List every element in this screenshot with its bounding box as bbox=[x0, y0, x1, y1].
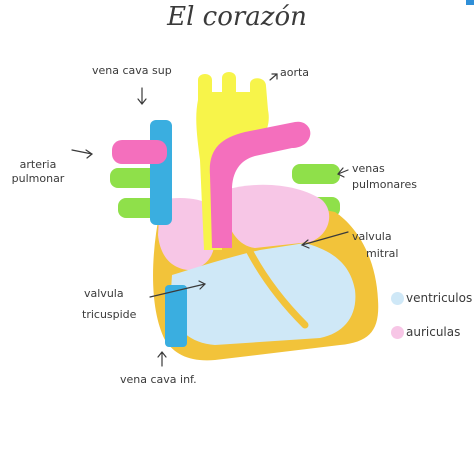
label-valvula-tricuspide-2: tricuspide bbox=[82, 308, 137, 321]
vena-cava-sup-arrow bbox=[137, 87, 147, 105]
aorta-arrow bbox=[269, 73, 278, 81]
legend-ventriculos-swatch bbox=[391, 292, 404, 305]
page-title: El corazón bbox=[167, 2, 307, 32]
pulmonary-vein-right-upper bbox=[292, 164, 340, 184]
vena-cava-inf-arrow bbox=[157, 351, 167, 367]
pulmonary-artery-left-branch bbox=[112, 140, 167, 164]
label-vena-cava-inf: vena cava inf. bbox=[120, 373, 197, 386]
pulmonary-artery bbox=[209, 121, 311, 248]
corner-mark bbox=[466, 0, 474, 5]
venas-pulmonares-arrow bbox=[337, 167, 349, 178]
label-arteria: arteria bbox=[19, 158, 57, 171]
label-valvula-mitral-2: mitral bbox=[366, 247, 399, 260]
valvula-tricuspide-arrow bbox=[149, 280, 207, 298]
legend-ventriculos-label: ventriculos bbox=[406, 291, 473, 305]
superior-vena-cava bbox=[150, 120, 172, 225]
label-valvula-mitral-1: valvula bbox=[352, 230, 392, 243]
ventricles bbox=[170, 243, 356, 345]
interventricular-septum bbox=[246, 248, 309, 329]
label-pulmonares: pulmonares bbox=[352, 178, 417, 191]
label-aorta: aorta bbox=[280, 66, 310, 79]
legend-auriculas-label: auriculas bbox=[406, 325, 461, 339]
inferior-vena-cava bbox=[165, 285, 187, 347]
label-pulmonar: pulmonar bbox=[11, 172, 65, 185]
arteria-pulmonar-arrow bbox=[71, 149, 94, 159]
valvula-mitral-arrow bbox=[300, 231, 349, 249]
legend-auriculas-swatch bbox=[391, 326, 404, 339]
label-vena-cava-sup: vena cava sup bbox=[92, 64, 172, 77]
label-venas: venas bbox=[352, 162, 385, 175]
right-atrium bbox=[158, 197, 215, 270]
left-atrium bbox=[225, 184, 330, 248]
label-valvula-tricuspide-1: valvula bbox=[84, 287, 124, 300]
